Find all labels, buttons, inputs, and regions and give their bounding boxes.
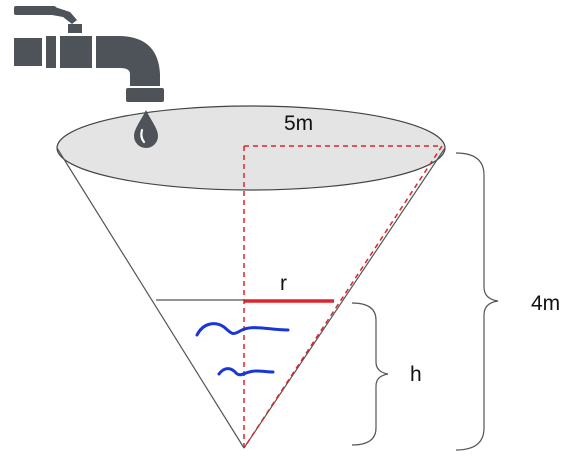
top-radius-label: 5m (284, 112, 313, 135)
brace-water-height (351, 302, 389, 446)
water-height-label: h (410, 363, 422, 386)
cone-top-ellipse (56, 105, 446, 191)
water-squiggles (195, 322, 290, 377)
dashed-triangle (243, 145, 443, 449)
total-height-label: 4m (531, 292, 560, 315)
brace-total-height (455, 152, 499, 451)
water-drop-icon (134, 110, 158, 148)
water-radius-label: r (280, 272, 287, 295)
cone-left-side (56, 147, 245, 449)
faucet-icon (14, 6, 164, 102)
slant-dashed-line (243, 145, 443, 449)
